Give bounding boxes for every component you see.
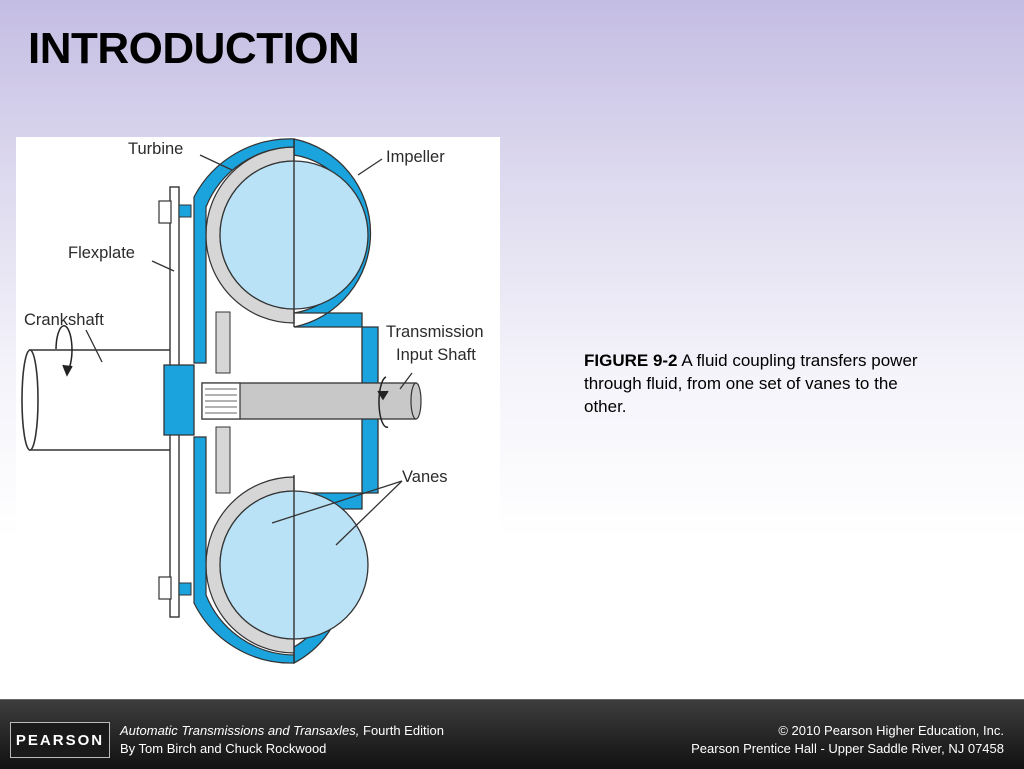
pearson-logo: PEARSON: [10, 722, 110, 758]
crankshaft-shape: [21, 349, 177, 451]
figure-number: FIGURE 9-2: [584, 351, 678, 370]
vanes-label: Vanes: [402, 468, 448, 486]
book-edition: Fourth Edition: [359, 723, 444, 738]
copyright-text: © 2010 Pearson Higher Education, Inc.: [778, 723, 1004, 738]
footer-copyright: © 2010 Pearson Higher Education, Inc. Pe…: [691, 722, 1004, 758]
leader-lines: [85, 154, 413, 546]
impeller-label: Impeller: [386, 148, 445, 166]
book-authors: By Tom Birch and Chuck Rockwood: [120, 741, 327, 756]
publisher-text: Pearson Prentice Hall - Upper Saddle Riv…: [691, 741, 1004, 756]
slide-title: INTRODUCTION: [28, 24, 360, 73]
book-title: Automatic Transmissions and Transaxles,: [120, 723, 360, 738]
caption-text: A fluid coupling transfers power through…: [584, 351, 918, 416]
fluid-chambers: [219, 139, 369, 663]
rotation-arrow-icon: [55, 325, 389, 428]
input-shaft-shape: [201, 382, 422, 420]
fluid-coupling-diagram: Turbine Impeller Flexplate Crankshaft Tr…: [16, 137, 500, 665]
turbine-label: Turbine: [128, 140, 183, 158]
transmission-label: Transmission: [386, 323, 484, 341]
flexplate-label: Flexplate: [68, 244, 135, 262]
crankshaft-label: Crankshaft: [24, 311, 104, 329]
footer-bar: PEARSON Automatic Transmissions and Tran…: [0, 699, 1024, 769]
figure-caption: FIGURE 9-2 A fluid coupling transfers po…: [584, 349, 934, 418]
footer-book-info: Automatic Transmissions and Transaxles, …: [120, 722, 444, 758]
input-shaft-label: Input Shaft: [396, 346, 476, 364]
